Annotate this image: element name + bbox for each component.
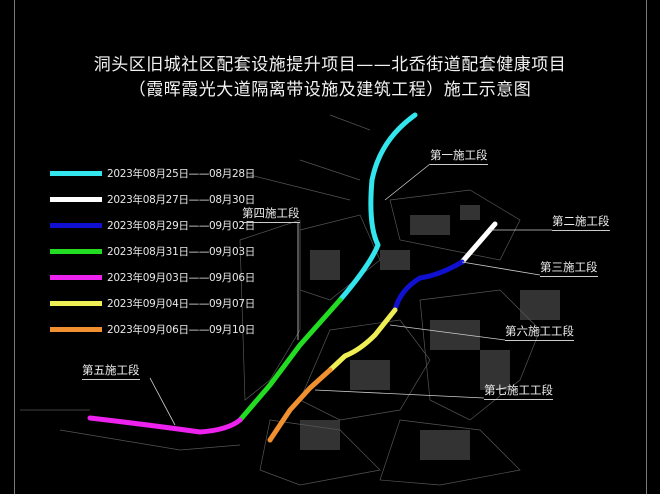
legend-label: 2023年08月27日——08月30日 xyxy=(107,193,255,206)
legend-label: 2023年08月31日——09月03日 xyxy=(107,245,255,258)
section-label-7: 第七施工工段 xyxy=(484,382,553,400)
legend-swatch xyxy=(50,222,102,228)
building-texture xyxy=(300,205,560,460)
legend: 2023年08月25日——08月28日 2023年08月27日——08月30日 … xyxy=(50,160,255,342)
legend-item: 2023年09月03日——09月06日 xyxy=(50,264,255,290)
title-line-2: （霞晖霞光大道隔离带设施及建筑工程）施工示意图 xyxy=(128,80,532,100)
legend-label: 2023年09月06日——09月10日 xyxy=(107,323,255,336)
legend-swatch xyxy=(50,274,102,280)
legend-item: 2023年08月31日——09月03日 xyxy=(50,238,255,264)
section-label-3: 第三施工段 xyxy=(540,259,598,277)
legend-item: 2023年09月06日——09月10日 xyxy=(50,316,255,342)
legend-swatch xyxy=(50,300,102,306)
frame-line-left xyxy=(14,0,15,494)
section-label-6: 第六施工工段 xyxy=(505,323,574,341)
legend-label: 2023年08月25日——08月28日 xyxy=(107,167,255,180)
frame-line-right xyxy=(646,0,647,494)
legend-item: 2023年08月27日——08月30日 xyxy=(50,186,255,212)
legend-label: 2023年09月04日——09月07日 xyxy=(107,297,255,310)
section-label-4: 第四施工段 xyxy=(242,205,300,223)
legend-label: 2023年08月29日——09月02日 xyxy=(107,219,255,232)
legend-swatch xyxy=(50,170,102,176)
legend-item: 2023年09月04日——09月07日 xyxy=(50,290,255,316)
section-label-1: 第一施工段 xyxy=(430,147,488,165)
route-segment-2 xyxy=(459,221,498,265)
legend-swatch xyxy=(50,326,102,332)
route-segment-1 xyxy=(337,112,418,303)
legend-swatch xyxy=(50,196,102,202)
legend-item: 2023年08月25日——08月28日 xyxy=(50,160,255,186)
section-label-5: 第五施工段 xyxy=(82,362,140,380)
legend-label: 2023年09月03日——09月06日 xyxy=(107,271,255,284)
route-segment-5 xyxy=(87,415,243,435)
legend-item: 2023年08月29日——09月02日 xyxy=(50,212,255,238)
section-label-2: 第二施工段 xyxy=(552,213,610,231)
legend-swatch xyxy=(50,248,102,254)
route-segment-6 xyxy=(327,307,398,373)
route-segment-3 xyxy=(392,259,465,313)
leader-lines xyxy=(149,163,552,426)
route-segment-7 xyxy=(267,367,333,443)
title-line-1: 洞头区旧城社区配套设施提升项目——北岙街道配套健康项目 xyxy=(93,55,567,75)
route-segment-4 xyxy=(237,297,343,423)
